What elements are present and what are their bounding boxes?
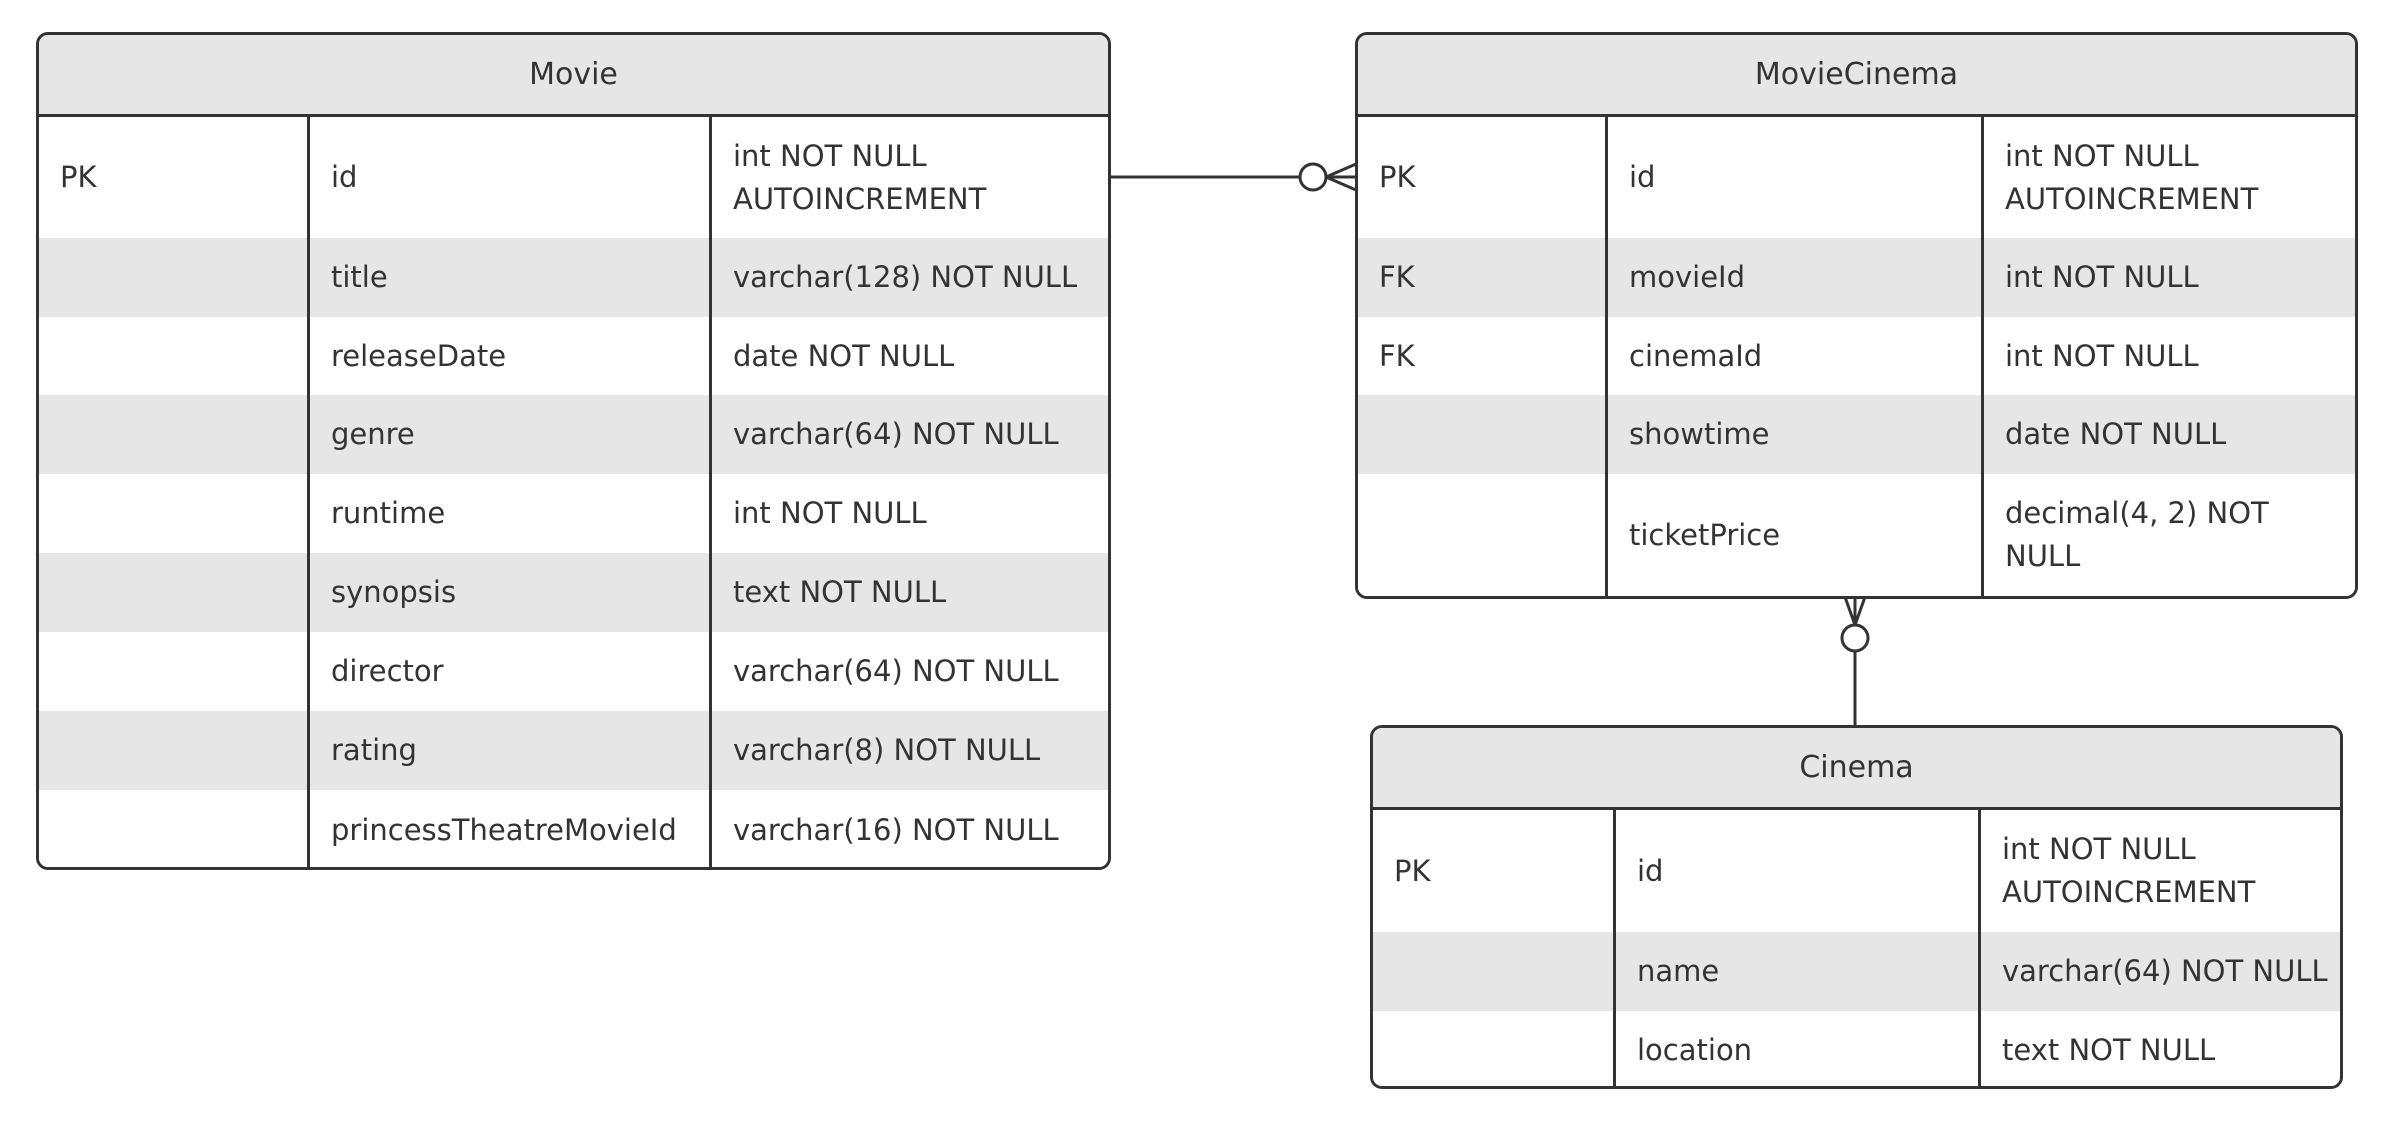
entity-rows: PK id int NOT NULL AUTOINCREMENT FK movi… [1358, 117, 2355, 596]
field-type-cell: int NOT NULL AUTOINCREMENT [2005, 138, 2259, 216]
zero-optional-symbol [1840, 623, 1870, 653]
field-type-cell: varchar(64) NOT NULL [733, 417, 1059, 451]
field-name-cell: ticketPrice [1608, 474, 1984, 596]
field-name-cell: location [1616, 1011, 1981, 1086]
table-row: releaseDate date NOT NULL [39, 317, 1108, 395]
key-cell [39, 553, 310, 632]
key-cell [39, 395, 310, 474]
field-type-cell: int NOT NULL [2005, 338, 2199, 373]
field-name-cell: director [310, 632, 712, 711]
table-row: showtime date NOT NULL [1358, 395, 2355, 474]
key-cell: FK [1358, 238, 1608, 317]
field-type-cell: varchar(64) NOT NULL [2002, 954, 2328, 988]
table-row: synopsis text NOT NULL [39, 553, 1108, 632]
key-cell: PK [1358, 117, 1608, 238]
table-row: PK id int NOT NULL AUTOINCREMENT [39, 117, 1108, 238]
entity-rows: PK id int NOT NULL AUTOINCREMENT title v… [39, 117, 1108, 867]
key-cell [1358, 474, 1608, 596]
movie-moviecinema-relationship [1111, 162, 1357, 192]
table-row: genre varchar(64) NOT NULL [39, 395, 1108, 474]
field-type-cell: decimal(4, 2) NOT NULL [2005, 496, 2269, 573]
field-type-cell: text NOT NULL [733, 575, 947, 609]
key-cell [39, 790, 310, 867]
movie-entity[interactable]: Movie PK id int NOT NULL AUTOINCREMENT t… [36, 32, 1111, 870]
table-row: PK id int NOT NULL AUTOINCREMENT [1358, 117, 2355, 238]
table-row: FK cinemaId int NOT NULL [1358, 317, 2355, 395]
field-name-cell: movieId [1608, 238, 1984, 317]
key-cell [39, 317, 310, 395]
field-name-cell: cinemaId [1608, 317, 1984, 395]
entity-rows: PK id int NOT NULL AUTOINCREMENT name va… [1373, 810, 2340, 1086]
field-type-cell: int NOT NULL AUTOINCREMENT [733, 138, 987, 216]
table-row: runtime int NOT NULL [39, 474, 1108, 553]
field-type-cell: int NOT NULL AUTOINCREMENT [2002, 832, 2256, 909]
crows-foot-left [1843, 596, 1857, 626]
field-type-cell: varchar(8) NOT NULL [733, 733, 1041, 767]
table-row: rating varchar(8) NOT NULL [39, 711, 1108, 790]
field-type-cell: date NOT NULL [733, 338, 955, 373]
zero-optional-symbol [1298, 162, 1328, 192]
table-row: title varchar(128) NOT NULL [39, 238, 1108, 317]
table-row: ticketPrice decimal(4, 2) NOT NULL [1358, 474, 2355, 596]
entity-title: Movie [39, 35, 1108, 117]
field-name-cell: runtime [310, 474, 712, 553]
table-row: PK id int NOT NULL AUTOINCREMENT [1373, 810, 2340, 932]
table-row: director varchar(64) NOT NULL [39, 632, 1108, 711]
field-type-cell: text NOT NULL [2002, 1032, 2216, 1067]
key-cell: PK [1373, 810, 1616, 932]
table-row: location text NOT NULL [1373, 1011, 2340, 1086]
key-cell [1358, 395, 1608, 474]
field-name-cell: releaseDate [310, 317, 712, 395]
field-type-cell: varchar(128) NOT NULL [733, 260, 1078, 294]
field-name-cell: princessTheatreMovieId [310, 790, 712, 867]
key-cell [39, 711, 310, 790]
field-type-cell: varchar(64) NOT NULL [733, 654, 1059, 688]
key-cell [39, 632, 310, 711]
key-cell: PK [39, 117, 310, 238]
field-name-cell: name [1616, 932, 1981, 1011]
entity-title: MovieCinema [1358, 35, 2355, 117]
field-name-cell: genre [310, 395, 712, 474]
moviecinema-entity[interactable]: MovieCinema PK id int NOT NULL AUTOINCRE… [1355, 32, 2358, 599]
key-cell [39, 474, 310, 553]
field-type-cell: varchar(16) NOT NULL [733, 812, 1059, 847]
key-cell [1373, 932, 1616, 1011]
crows-foot-lower [1325, 175, 1357, 192]
field-type-cell: int NOT NULL [733, 496, 927, 530]
crows-foot-right [1853, 596, 1867, 626]
field-name-cell: id [1608, 117, 1984, 238]
cinema-moviecinema-relationship [1840, 596, 1870, 725]
cinema-entity[interactable]: Cinema PK id int NOT NULL AUTOINCREMENT … [1370, 725, 2343, 1089]
field-name-cell: synopsis [310, 553, 712, 632]
table-row: FK movieId int NOT NULL [1358, 238, 2355, 317]
field-type-cell: int NOT NULL [2005, 260, 2199, 294]
field-name-cell: id [1616, 810, 1981, 932]
field-name-cell: title [310, 238, 712, 317]
entity-title: Cinema [1373, 728, 2340, 810]
table-row: princessTheatreMovieId varchar(16) NOT N… [39, 790, 1108, 867]
key-cell [39, 238, 310, 317]
field-name-cell: showtime [1608, 395, 1984, 474]
table-row: name varchar(64) NOT NULL [1373, 932, 2340, 1011]
field-type-cell: date NOT NULL [2005, 417, 2227, 451]
key-cell [1373, 1011, 1616, 1086]
field-name-cell: rating [310, 711, 712, 790]
key-cell: FK [1358, 317, 1608, 395]
crows-foot-upper [1325, 162, 1357, 179]
field-name-cell: id [310, 117, 712, 238]
